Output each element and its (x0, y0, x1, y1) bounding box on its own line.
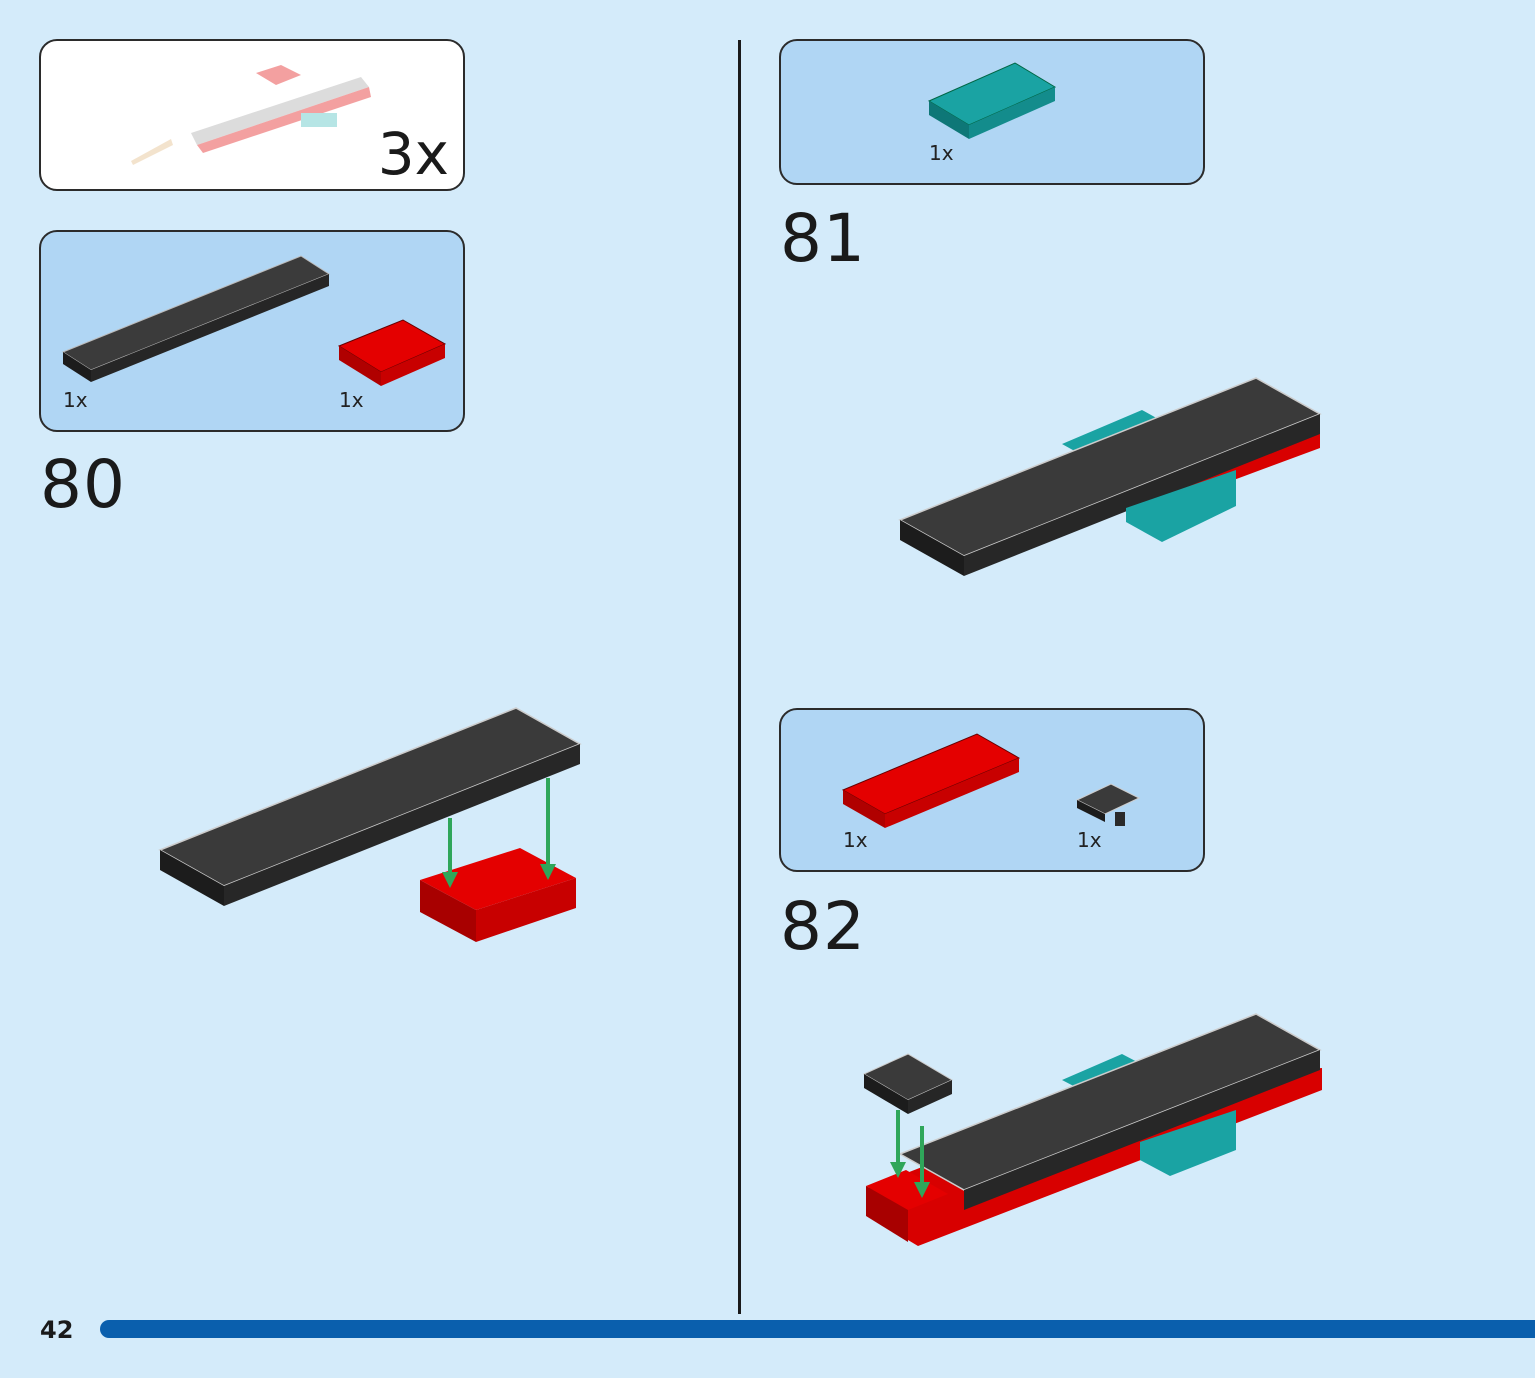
parts-callout-step-82: 1x 1x (779, 708, 1205, 872)
step-number-81: 81 (780, 200, 866, 277)
part-qty-red-plate: 1x (339, 388, 364, 412)
part-qty-black-plate: 1x (63, 388, 88, 412)
part-qty-black-clip: 1x (1077, 828, 1102, 852)
step-82-assembly-image (862, 1013, 1322, 1246)
red-plate-2x6-image (841, 733, 1021, 828)
step-81-assembly-image (898, 377, 1322, 576)
progress-bar (100, 1320, 1535, 1338)
part-qty-teal-plate: 1x (929, 141, 954, 165)
black-plate-clip-image (1075, 783, 1141, 826)
part-qty-red-plate-2x6: 1x (843, 828, 868, 852)
black-plate-2x10-image (61, 255, 331, 382)
red-plate-2x3-image (337, 319, 447, 386)
page-number: 42 (40, 1316, 74, 1344)
submodel-preview-image (131, 65, 371, 165)
step-number-82: 82 (780, 888, 866, 965)
step-number-80: 80 (40, 446, 126, 523)
submodel-multiplier: 3x (377, 120, 449, 188)
column-divider (738, 40, 741, 1314)
parts-callout-step-80: 1x 1x (39, 230, 465, 432)
teal-plate-2x4-image (927, 62, 1057, 139)
parts-callout-step-81: 1x (779, 39, 1205, 185)
submodel-callout: 3x (39, 39, 465, 191)
step-80-assembly-image (158, 707, 582, 942)
